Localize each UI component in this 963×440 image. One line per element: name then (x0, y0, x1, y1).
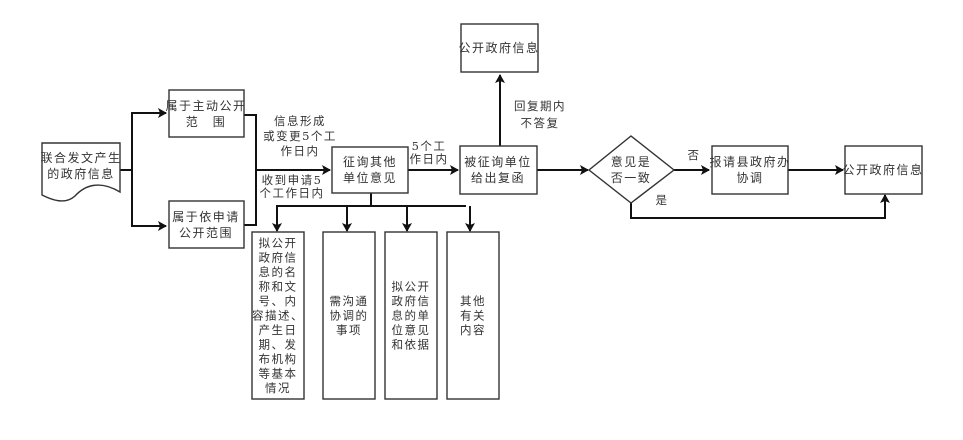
node-reply-line2: 给出复函 (471, 171, 525, 185)
node-decision-line2: 否一致 (611, 171, 652, 185)
node-coordinate-line1: 报请县政府办 (709, 154, 790, 169)
node-request: 属于依申请 公开范围 (168, 200, 245, 249)
label-consult-time-2: 作日内 (410, 152, 449, 166)
node-item1-line: 布机构 (259, 352, 298, 366)
edge-decision-yes (630, 194, 890, 219)
node-item2-line: 需沟通 (330, 294, 369, 308)
node-item3-line: 息的单 (392, 308, 431, 322)
node-item1-line: 息的名 (259, 265, 298, 279)
node-item1-line: 产生日 (259, 323, 298, 337)
node-reply: 被征询单位 给出复函 (459, 145, 538, 195)
node-item2-line: 事项 (336, 323, 362, 337)
node-coordinate-line2: 协调 (736, 170, 763, 185)
node-item1-line: 拟公开 (259, 236, 298, 250)
node-item2-line: 协调的 (330, 308, 369, 322)
node-item1-line: 政府信 (259, 250, 298, 264)
label-request-time-1: 收到申请5 (262, 173, 323, 187)
node-item1-line: 称和文 (259, 279, 298, 293)
label-active-time-2: 或变更5个工 (263, 129, 337, 143)
node-active-line1: 属于主动公开 (165, 99, 246, 113)
label-yes: 是 (656, 193, 669, 207)
node-item3-line: 和依据 (392, 337, 431, 351)
node-item4-line: 有关 (460, 308, 486, 322)
node-item1-line: 号、内 (259, 294, 298, 308)
node-publish-top: 公开政府信息 (458, 23, 539, 73)
node-active-line2: 范 围 (186, 115, 227, 129)
node-item1-line: 容描述、 (252, 308, 304, 322)
node-item3-line: 位意见 (392, 323, 431, 337)
node-item1-line: 期、发 (259, 337, 298, 351)
node-source: 联合发文产生 的政府信息 (40, 142, 121, 202)
edge-labels: 信息形成 或变更5个工 作日内 收到申请5 个工作日内 5个工 作日内 回复期内… (260, 99, 701, 207)
node-item1-line: 等基本 (259, 366, 298, 380)
node-item1-line: 情况 (265, 381, 291, 395)
label-active-time-1: 信息形成 (274, 114, 326, 128)
node-item3-line: 拟公开 (392, 279, 431, 293)
node-request-line1: 属于依申请 (172, 209, 240, 224)
node-decision-line1: 意见是 (611, 154, 652, 169)
node-coordinate: 报请县政府办 协调 (709, 145, 790, 195)
label-request-time-2: 个工作日内 (260, 186, 325, 200)
node-item4-line: 内容 (460, 323, 486, 337)
node-reply-line1: 被征询单位 (464, 154, 532, 169)
label-active-time-3: 作日内 (281, 144, 320, 158)
label-consult-time-1: 5个工 (412, 139, 447, 153)
node-consult: 征询其他 单位意见 (331, 146, 409, 194)
edge-active-merge (244, 114, 257, 226)
node-active: 属于主动公开 范 围 (165, 89, 246, 138)
connectors (120, 74, 890, 232)
label-no: 否 (688, 148, 701, 162)
node-consult-line2: 单位意见 (343, 170, 397, 185)
node-request-line2: 公开范围 (179, 226, 233, 240)
label-no-reply-2: 不答复 (521, 116, 560, 130)
node-publish-right: 公开政府信息 (842, 145, 923, 195)
node-consult-line1: 征询其他 (343, 155, 397, 169)
node-item3-line: 政府信 (392, 294, 431, 308)
node-publish-right-label: 公开政府信息 (842, 162, 923, 177)
label-no-reply-1: 回复期内 (514, 99, 566, 113)
node-publish-top-label: 公开政府信息 (458, 40, 539, 55)
node-decision: 意见是 否一致 (587, 135, 676, 204)
node-source-line2: 的政府信息 (47, 166, 115, 181)
node-item4-line: 其他 (460, 294, 486, 308)
node-source-line1: 联合发文产生 (40, 150, 121, 165)
